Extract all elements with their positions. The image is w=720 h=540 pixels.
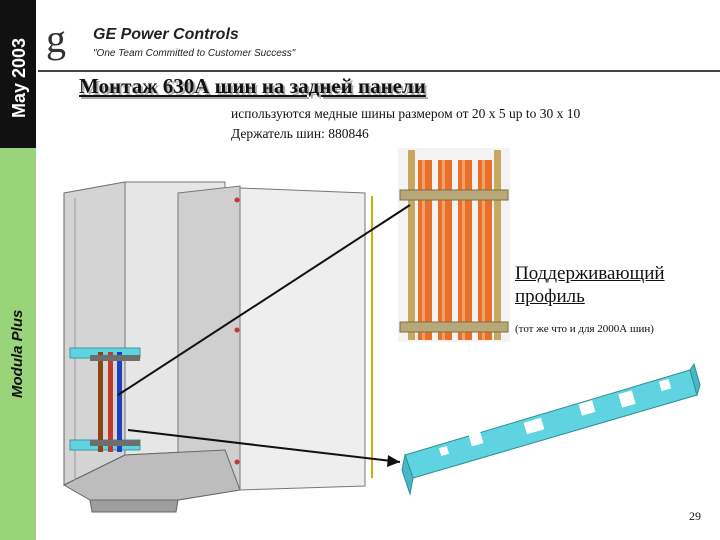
callout-note: (тот же что и для 2000А шин): [515, 323, 654, 335]
cabinet-illustration: [62, 181, 373, 513]
callout-title-line2: профиль: [515, 286, 585, 307]
ge-logo: g: [46, 16, 66, 61]
support-profile-illustration: [401, 362, 701, 496]
sidebar: [0, 0, 36, 540]
busbar-photo: [398, 148, 510, 342]
company-name: GE Power Controls: [93, 26, 239, 43]
header-divider: [38, 70, 720, 72]
slide-title: Монтаж 630А шин на задней панели: [79, 74, 426, 98]
company-motto: "One Team Committed to Customer Success": [93, 48, 296, 59]
callout-title-line1: Поддерживающий: [515, 263, 665, 284]
slide-title-shadow: Монтаж 630А шин на задней панели: [81, 76, 428, 100]
busbar-holder-text: Держатель шин: 880846: [231, 126, 369, 141]
date-box: [0, 0, 36, 148]
busbar-size-text: используются медные шины размером от 20 …: [231, 106, 581, 121]
pointer-arrows: [117, 204, 411, 467]
callout-support-profile: Поддерживающий профиль: [515, 262, 715, 308]
page-number: 29: [689, 509, 701, 523]
